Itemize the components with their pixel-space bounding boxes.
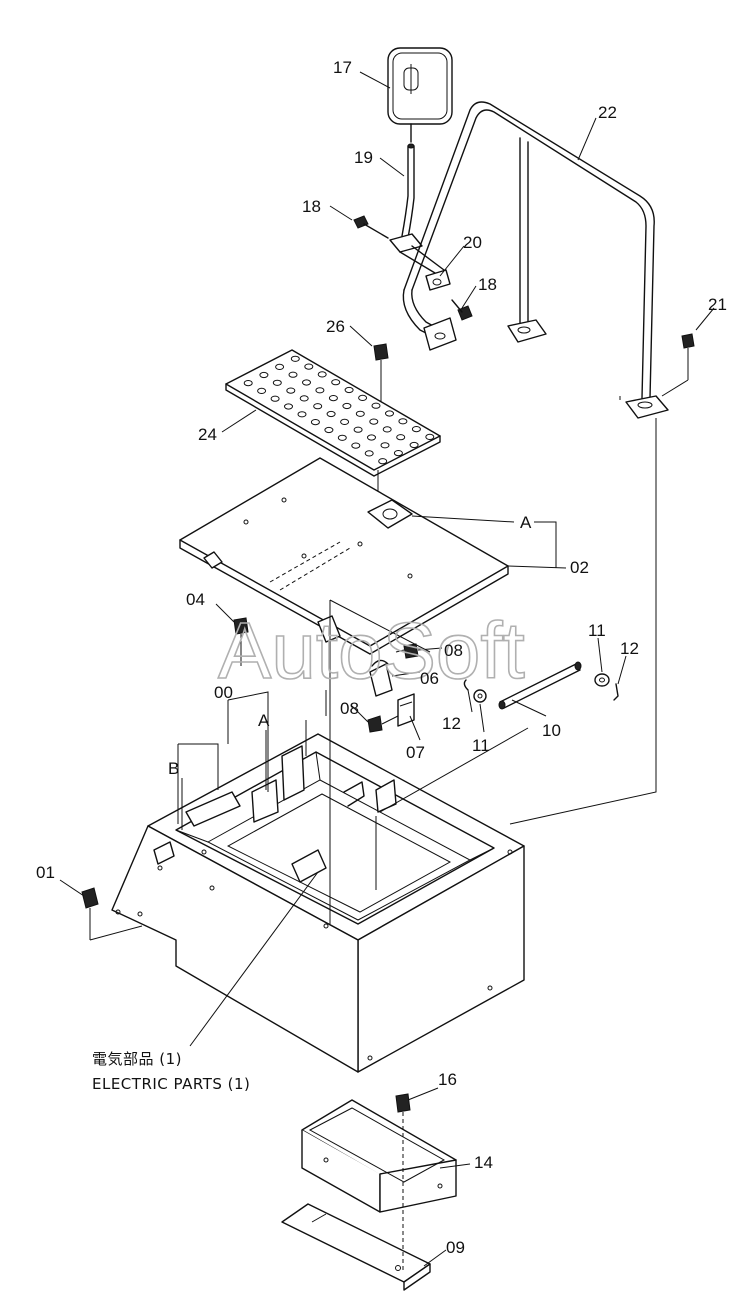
callout-14: 14 bbox=[474, 1153, 493, 1172]
callout-08-upper: 08 bbox=[444, 641, 463, 660]
step-plate-hole bbox=[288, 371, 298, 378]
callout-21: 21 bbox=[708, 295, 727, 314]
bolt-16 bbox=[395, 1093, 411, 1270]
step-plate-hole bbox=[275, 363, 285, 370]
note-electric-parts-jp: 電気部品 (1) bbox=[92, 1050, 182, 1068]
step-plate-hole bbox=[371, 402, 381, 409]
step-plate-hole bbox=[425, 433, 435, 440]
step-plate-hole bbox=[367, 434, 376, 441]
mirror bbox=[387, 47, 453, 143]
callout-11-left: 11 bbox=[472, 736, 490, 755]
step-plate-hole bbox=[310, 419, 320, 426]
step-plate-hole bbox=[286, 387, 296, 394]
step-plate-hole bbox=[411, 426, 421, 433]
callout-B: B bbox=[168, 759, 179, 778]
step-plate-holes bbox=[243, 355, 435, 465]
step-plate-hole bbox=[331, 379, 341, 386]
step-plate-hole bbox=[284, 403, 293, 410]
callout-19: 19 bbox=[354, 148, 373, 167]
step-plate-hole bbox=[302, 379, 311, 386]
callout-18-upper: 18 bbox=[302, 197, 321, 216]
step-plate-hole bbox=[369, 418, 379, 425]
callout-12-left: 12 bbox=[442, 714, 461, 733]
callout-08-lower: 08 bbox=[340, 699, 359, 718]
callout-06: 06 bbox=[420, 669, 439, 688]
callout-04: 04 bbox=[186, 590, 205, 609]
step-plate-hole bbox=[317, 371, 327, 378]
callout-20: 20 bbox=[463, 233, 482, 252]
step-plate-hole bbox=[297, 411, 307, 418]
small-box-14 bbox=[301, 1099, 457, 1213]
step-plate-hole bbox=[304, 363, 314, 370]
step-plate-hole bbox=[358, 394, 368, 401]
callout-00: 00 bbox=[214, 683, 233, 702]
bolt-04 bbox=[233, 617, 249, 666]
step-plate-hole bbox=[324, 426, 334, 434]
callout-10: 10 bbox=[542, 721, 561, 740]
callout-24: 24 bbox=[198, 425, 217, 444]
bolt-21 bbox=[661, 333, 695, 397]
callout-16: 16 bbox=[438, 1070, 457, 1089]
step-plate-hole bbox=[257, 387, 267, 394]
bolt-08-upper bbox=[395, 643, 419, 659]
watermark: AutoSoft bbox=[218, 606, 525, 695]
step-plate-hole bbox=[344, 386, 354, 394]
latch-07 bbox=[397, 693, 415, 727]
callout-07: 07 bbox=[406, 743, 425, 762]
callout-18-lower: 18 bbox=[478, 275, 497, 294]
bolt-08-lower bbox=[367, 715, 399, 733]
step-plate-hole bbox=[353, 426, 363, 433]
step-plate-hole bbox=[270, 395, 280, 402]
step-plate-hole bbox=[396, 434, 406, 441]
step-plate-hole bbox=[351, 442, 361, 449]
callout-09: 09 bbox=[446, 1238, 465, 1257]
callout-A-lower: A bbox=[258, 711, 270, 730]
step-plate-hole bbox=[409, 441, 419, 449]
box-body bbox=[111, 600, 525, 1073]
callout-12-right: 12 bbox=[620, 639, 639, 658]
callout-17: 17 bbox=[333, 58, 352, 77]
callout-11-right: 11 bbox=[588, 621, 606, 640]
step-plate-hole bbox=[385, 410, 394, 417]
step-plate-hole bbox=[328, 395, 338, 402]
cover-plate bbox=[179, 457, 509, 655]
note-electric-parts-en: ELECTRIC PARTS (1) bbox=[92, 1075, 250, 1093]
step-plate-hole bbox=[364, 450, 374, 457]
step-plate-hole bbox=[313, 403, 323, 410]
step-plate-hole bbox=[342, 402, 352, 410]
callout-labels: 17 19 18 20 18 22 21 26 24 A 02 04 08 06… bbox=[36, 58, 727, 1257]
step-plate-hole bbox=[398, 418, 408, 425]
step-plate-hole bbox=[382, 426, 392, 433]
callout-02: 02 bbox=[570, 558, 589, 577]
pins bbox=[463, 679, 619, 701]
step-plate bbox=[225, 349, 441, 477]
step-plate-hole bbox=[299, 395, 309, 402]
step-plate-hole bbox=[380, 442, 390, 449]
step-plate-hole bbox=[326, 410, 336, 418]
callout-22: 22 bbox=[598, 103, 617, 122]
step-plate-hole bbox=[340, 418, 350, 425]
washers bbox=[473, 673, 610, 703]
leader-lines bbox=[59, 71, 715, 1267]
step-plate-hole bbox=[378, 458, 388, 465]
step-plate-hole bbox=[290, 355, 300, 362]
callout-A-upper: A bbox=[520, 513, 532, 532]
bolt-18-upper bbox=[353, 215, 389, 239]
handrail bbox=[402, 101, 669, 419]
bolt-01 bbox=[81, 887, 143, 941]
callout-26: 26 bbox=[326, 317, 345, 336]
step-plate-hole bbox=[272, 379, 282, 386]
step-plate-hole bbox=[315, 387, 325, 394]
step-plate-hole bbox=[243, 380, 253, 387]
step-plate-hole bbox=[393, 450, 403, 457]
bolt-18-lower bbox=[451, 299, 473, 321]
hinge-06 bbox=[317, 615, 393, 697]
step-plate-hole bbox=[337, 434, 347, 441]
step-plate-hole bbox=[355, 410, 365, 417]
step-plate-hole bbox=[259, 371, 269, 379]
callout-01: 01 bbox=[36, 863, 55, 882]
bracket-09 bbox=[281, 1203, 431, 1291]
